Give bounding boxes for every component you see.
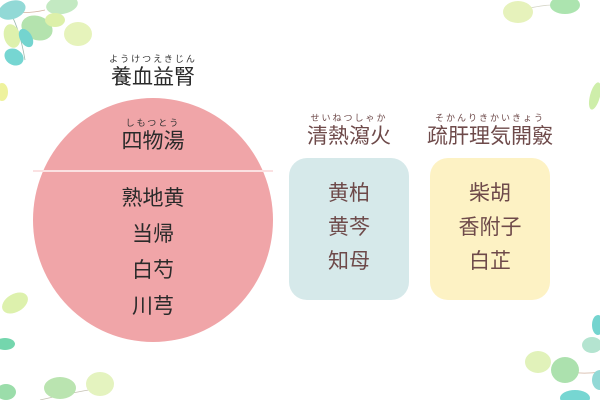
group-herb-list-soothe-liver: 柴胡 香附子 白芷	[430, 176, 550, 278]
herb-item: 熟地黄	[121, 186, 185, 210]
herb-item: 白芍	[132, 258, 174, 282]
group-title-soothe-liver: そかんりきかいきょう 疏肝理気開竅	[410, 114, 570, 148]
group-title: 清熱瀉火	[307, 124, 391, 148]
formula-herb-list: 熟地黄 当帰 白芍 川芎	[93, 180, 213, 324]
herb-item: 黄芩	[328, 215, 370, 239]
formula-name: 四物湯	[121, 129, 185, 153]
leaf-cluster-bottom-right-icon	[525, 315, 600, 400]
formula-circle	[33, 98, 273, 342]
group-box-soothe-liver	[430, 158, 550, 300]
group-title-clear-heat: せいねつしゃか 清熱瀉火	[279, 114, 419, 148]
main-title-reading: ようけつえきじん	[109, 55, 197, 65]
herb-item: 白芷	[469, 249, 511, 273]
group-reading: せいねつしゃか	[310, 114, 388, 124]
herb-item: 当帰	[132, 222, 174, 246]
herb-item: 黄柏	[328, 181, 370, 205]
formula-reading: しもつとう	[125, 119, 181, 129]
herb-item: 香附子	[458, 215, 522, 239]
group-box-clear-heat	[289, 158, 409, 300]
main-title-text: 養血益腎	[111, 65, 195, 89]
herb-item: 知母	[328, 249, 370, 273]
formula-divider	[33, 170, 273, 172]
herb-item: 柴胡	[469, 181, 511, 205]
group-title: 疏肝理気開竅	[427, 124, 553, 148]
main-title: ようけつえきじん 養血益腎	[73, 55, 233, 89]
herb-item: 川芎	[132, 294, 174, 318]
formula-title: しもつとう 四物湯	[93, 119, 213, 153]
group-herb-list-clear-heat: 黄柏 黄芩 知母	[289, 176, 409, 278]
group-reading: そかんりきかいきょう	[434, 114, 545, 124]
leaf-cluster-top-right-icon	[503, 0, 600, 110]
